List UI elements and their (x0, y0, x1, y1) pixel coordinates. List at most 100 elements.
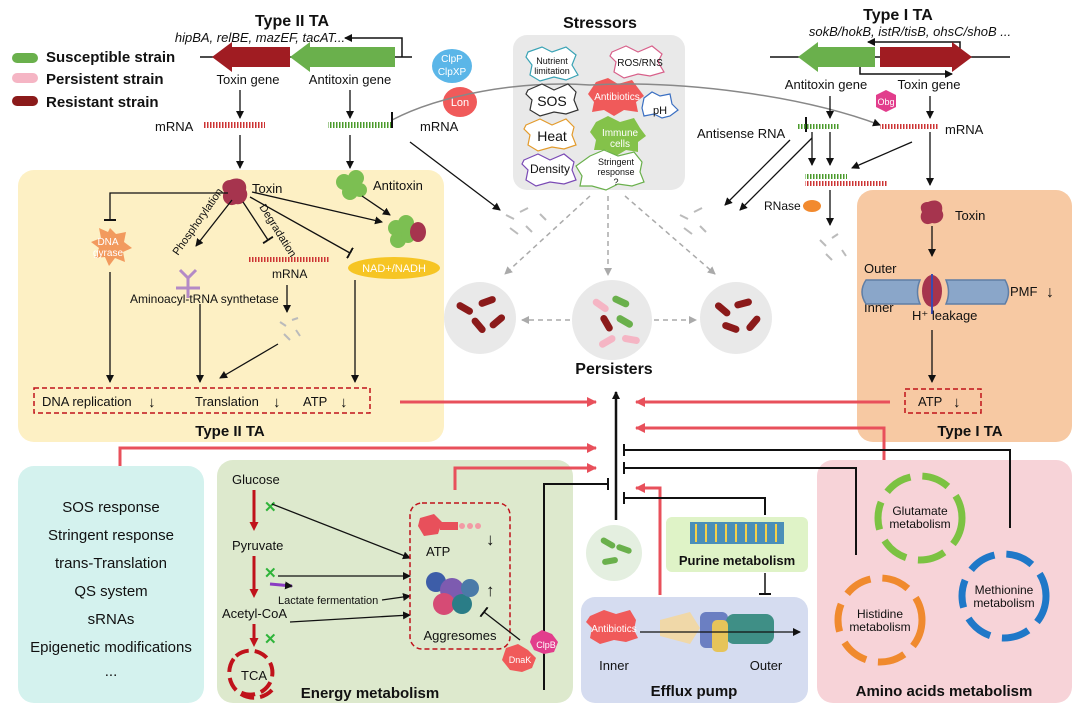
type2-atp-down: ↓ (340, 394, 348, 411)
legend-persistent-swatch (12, 73, 38, 83)
mrna-fragments-icon (279, 317, 301, 341)
regulation-item-3: QS system (74, 583, 147, 600)
antibiotics-badge (588, 78, 644, 116)
membrane-icon (861, 279, 1010, 305)
type2-atp-label: ATP (303, 394, 327, 409)
regulation-item-1: Stringent response (48, 527, 174, 544)
regulation-box (18, 466, 204, 703)
sos-badge (525, 83, 579, 117)
stressor-antibiotics-label: Antibiotics (594, 92, 640, 103)
histidine-cycle (834, 574, 926, 666)
ta-complex-icon (388, 215, 426, 248)
nutrient-label-1: Nutrient (536, 56, 568, 66)
pyruvate-x: ✕ (264, 565, 277, 582)
efflux-antibiotics-label: Antibiotics (591, 624, 637, 635)
protease-icons: ClpP ClpXP Lon (391, 49, 591, 128)
trna-icon (176, 268, 200, 298)
glucose-x: ✕ (264, 499, 277, 516)
density-badge (521, 153, 577, 187)
energy-title: Energy metabolism (301, 685, 439, 702)
energy-atp-down: ↓ (486, 530, 495, 549)
persisters-cluster: Persisters (444, 195, 772, 378)
legend-resistant-label: Resistant strain (46, 94, 159, 111)
heat-label: Heat (537, 128, 567, 144)
regulation-item-2: trans-Translation (55, 555, 167, 572)
nad-label: NAD+/NADH (362, 263, 426, 275)
antisense-label: Antisense RNA (697, 126, 785, 141)
dna-gyrase-label-2: gyrase (93, 248, 123, 259)
translation-down: ↓ (273, 394, 281, 411)
clpp-icon (432, 49, 472, 83)
type1-title: Type I TA (863, 7, 933, 24)
ros-badge (609, 45, 665, 79)
pmf-label: PMF (1010, 284, 1038, 299)
obg-icon (876, 90, 896, 112)
type1-content: Toxin Outer Inner PMF ↓ H⁺ leakage ATP ↓… (861, 200, 1054, 440)
dna-gyrase-icon (91, 228, 132, 266)
stressors-title: Stressors (563, 15, 637, 32)
ros-label: ROS/RNS (617, 58, 663, 69)
energy-atp-label: ATP (426, 544, 450, 559)
sos-label: SOS (537, 93, 567, 109)
efflux-antibiotics-badge (586, 610, 638, 644)
ph-label: pH (653, 105, 667, 117)
toxin-icon-t2 (222, 178, 248, 206)
glutamate-label-2: metabolism (889, 517, 950, 531)
translation-label: Translation (195, 394, 259, 409)
aggresomes-icon (426, 572, 479, 615)
methionine-label-2: metabolism (973, 596, 1034, 610)
obg-label: Obg (877, 97, 894, 107)
ph-badge (641, 91, 679, 119)
aminoacyl-label: Aminoacyl-tRNA synthetase (130, 292, 279, 306)
glucose-label: Glucose (232, 472, 280, 487)
stringent-label-3: ? (613, 177, 618, 187)
type1-atp-down: ↓ (953, 394, 961, 411)
stringent-label-1: Stringent (598, 157, 635, 167)
type1-fragments-icon (819, 233, 847, 261)
lactate-label: Lactate fermentation (278, 595, 378, 607)
legend-susceptible-swatch (12, 53, 38, 63)
legend-resistant-swatch (12, 96, 38, 106)
dna-replication-down: ↓ (148, 394, 156, 411)
pmf-down: ↓ (1046, 284, 1054, 301)
clpb-badge (530, 630, 558, 654)
type1-genes: sokB/hokB, istR/tisB, ohsC/shoB ... (809, 24, 1011, 39)
histidine-label-2: metabolism (849, 620, 910, 634)
resistant-population-left (444, 282, 516, 354)
type1-box (857, 190, 1072, 442)
purine-content: Purine metabolism (679, 522, 795, 568)
heat-badge (523, 118, 577, 152)
type1-toxin-gene-arrow (880, 42, 972, 72)
type1-toxin-gene-label: Toxin gene (898, 77, 961, 92)
type2-toxin-label: Toxin (252, 181, 282, 196)
efflux-outer-label: Outer (750, 658, 783, 673)
type1-atp-label: ATP (918, 394, 942, 409)
clpxp-label: ClpXP (438, 67, 467, 78)
type1-toxin-label: Toxin (955, 208, 985, 223)
type2-box-title: Type II TA (195, 423, 265, 440)
stringent-badge (575, 149, 645, 191)
nutrient-badge (525, 46, 579, 82)
amino-title: Amino acids metabolism (856, 683, 1033, 700)
efflux-inner-label: Inner (599, 658, 629, 673)
type2-mrna-right: mRNA (420, 119, 459, 134)
toxin-icon-t1 (920, 200, 944, 225)
regulation-item-5: Epigenetic modifications (30, 639, 192, 656)
atp-icon (418, 514, 442, 536)
tca-label: TCA (241, 668, 267, 683)
lon-label: Lon (451, 97, 469, 109)
immune-label-1: Immune (602, 128, 639, 139)
type1-mrna-label: mRNA (945, 122, 984, 137)
nad-badge (348, 257, 440, 279)
efflux-content: Antibiotics Inner Outer Efflux pump (586, 610, 801, 700)
regulation-list: SOS response Stringent response trans-Tr… (30, 499, 192, 680)
dna-replication-label: DNA replication (42, 394, 132, 409)
regulation-item-0: SOS response (62, 499, 160, 516)
rnase-icon (803, 200, 821, 212)
dna-gyrase-label-1: DNA (97, 237, 118, 248)
dnak-badge (502, 644, 536, 672)
aggresomes-label: Aggresomes (424, 628, 497, 643)
type2-title: Type II TA (255, 13, 330, 30)
efflux-pump-icon (660, 612, 774, 652)
immune-label-2: cells (610, 139, 630, 150)
